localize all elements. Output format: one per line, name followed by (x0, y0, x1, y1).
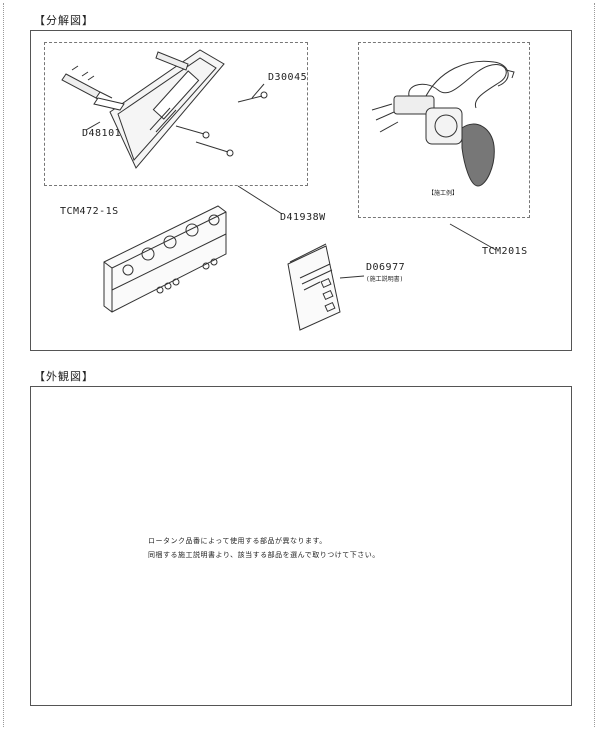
bracket-kit-group (44, 42, 308, 186)
wiring-unit (371, 60, 515, 187)
page-border (3, 3, 595, 727)
label-bracket: D41938W (280, 212, 326, 223)
label-mount-screw: D30045 (268, 72, 308, 83)
exploded-view-title: 【分解図】 (34, 14, 94, 27)
label-install-example: 【施工例】 (428, 190, 459, 197)
remote-panel (103, 205, 227, 313)
anchor-set (61, 51, 189, 111)
label-panel: TCM472-1S (60, 206, 119, 217)
note-line-2: 同梱する施工説明書より、該当する部品を選んで取りつけて下さい。 (148, 551, 380, 559)
appearance-view-frame (30, 386, 572, 706)
manual-booklet (287, 243, 341, 331)
appearance-view-title: 【外観図】 (34, 370, 94, 383)
label-anchor: D48101 (82, 128, 122, 139)
label-wiring: TCM201S (482, 246, 528, 257)
bracket-plate (109, 49, 225, 169)
wiring-kit-group (358, 42, 530, 218)
label-manual-code: D06977 (366, 262, 406, 273)
label-manual-note: (施工説明書) (366, 276, 404, 283)
screws (175, 91, 268, 157)
note-line-1: ロータンク品番によって使用する部品が異なります。 (148, 537, 327, 545)
exploded-view-frame (30, 30, 572, 351)
